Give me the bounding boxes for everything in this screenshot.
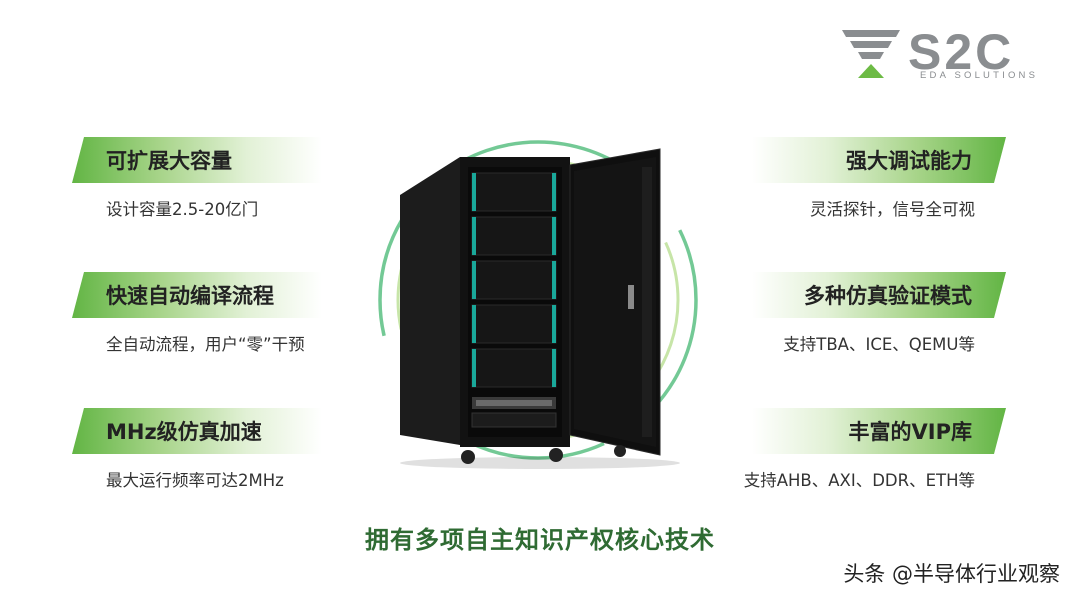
logo-brand-text: S2C: [908, 24, 1015, 80]
feature-title-speed: MHz级仿真加速: [72, 408, 322, 454]
feature-desc-capacity: 设计容量2.5-20亿门: [106, 200, 259, 219]
server-rack-image: [360, 135, 710, 475]
feature-title-modes: 多种仿真验证模式: [752, 272, 1006, 318]
feature-title-debug: 强大调试能力: [752, 137, 1006, 183]
feature-title-vip: 丰富的VIP库: [752, 408, 1006, 454]
watermark-text: 头条 @半导体行业观察: [843, 562, 1060, 586]
server-rack-icon: [378, 140, 698, 469]
feature-desc-speed: 最大运行频率可达2MHz: [106, 471, 284, 490]
bottom-headline: 拥有多项自主知识产权核心技术: [365, 526, 715, 554]
feature-desc-compile: 全自动流程，用户“零”干预: [106, 335, 305, 354]
s2c-logo: S2C EDA SOLUTIONS: [842, 24, 1047, 84]
s2c-logo-icon: [842, 30, 900, 78]
feature-desc-debug: 灵活探针，信号全可视: [810, 200, 975, 219]
logo-subtitle: EDA SOLUTIONS: [920, 70, 1039, 81]
feature-desc-vip: 支持AHB、AXI、DDR、ETH等: [743, 471, 975, 490]
rack-modules: [471, 172, 557, 428]
feature-desc-modes: 支持TBA、ICE、QEMU等: [783, 335, 975, 354]
feature-title-compile: 快速自动编译流程: [72, 272, 322, 318]
feature-title-capacity: 可扩展大容量: [72, 137, 322, 183]
